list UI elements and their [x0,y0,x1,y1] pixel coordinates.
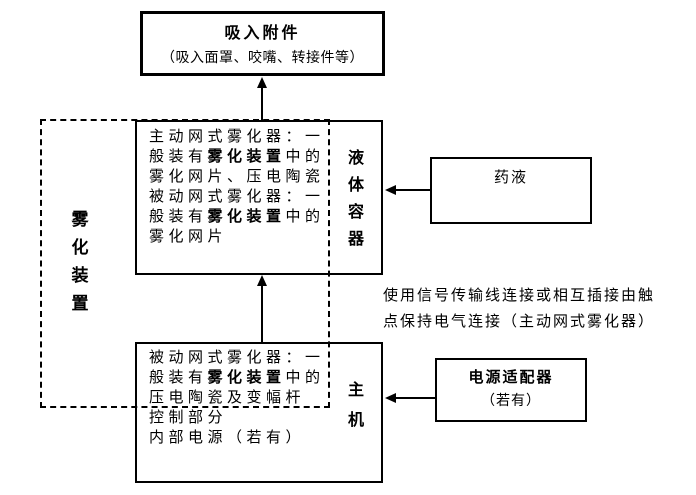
medicine-liquid-label: 药液 [493,169,528,186]
liquid-container-description: 主动网式雾化器：一 般装有雾化装置中的 雾化网片、压电陶瓷 被动网式雾化器：一 … [149,128,325,245]
liquid-container-box: 主动网式雾化器：一 般装有雾化装置中的 雾化网片、压电陶瓷 被动网式雾化器：一 … [135,120,383,275]
host-description: 被动网式雾化器：一 般装有雾化装置中的 压电陶瓷及变幅杆 控制部分 内部电源（若… [149,349,325,446]
power-adapter-box: 电源适配器 （若有） [435,358,587,422]
arrow-liquid-to-inhalation-head [257,77,267,88]
arrow-liquid-to-inhalation-shaft [261,87,263,120]
arrow-host-to-liquid-shaft [261,285,263,342]
atomizer-device-label: 雾化装置 [71,210,89,313]
arrow-medicine-to-container-head [385,185,396,195]
arrow-host-to-liquid-head [257,275,267,286]
host-box: 被动网式雾化器：一 般装有雾化装置中的 压电陶瓷及变幅杆 控制部分 内部电源（若… [135,342,383,483]
arrow-adapter-to-host-head [385,393,396,403]
host-label: 主机 [347,382,364,429]
arrow-adapter-to-host-shaft [395,397,435,399]
inhalation-box-subtitle: （吸入面罩、咬嘴、转接件等） [161,49,364,65]
electrical-connection-note: 使用信号传输线连接或相互插接由触点保持电气连接（主动网式雾化器） [383,287,656,330]
inhalation-accessories-box: 吸入附件 （吸入面罩、咬嘴、转接件等） [140,11,385,76]
inhalation-box-title: 吸入附件 [224,25,301,42]
power-adapter-subtitle: （若有） [481,392,541,408]
liquid-container-label: 液体容器 [347,150,364,248]
medicine-liquid-box: 药液 [430,157,592,224]
arrow-medicine-to-container-shaft [395,189,430,191]
power-adapter-title: 电源适配器 [468,369,554,386]
